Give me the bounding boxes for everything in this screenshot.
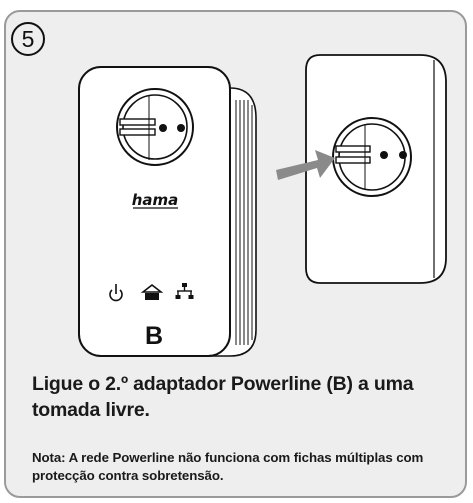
device-label: B: [145, 322, 163, 350]
arrow-icon: [276, 150, 335, 180]
network-icon: [175, 283, 194, 299]
home-icon: [140, 283, 164, 300]
brand-logo: hama: [132, 191, 179, 209]
adapter-front: [78, 66, 231, 357]
step-number: 5: [11, 22, 45, 56]
adapter-socket-icon: [116, 88, 194, 166]
wall-socket-icon: [332, 117, 412, 197]
power-icon: [109, 284, 123, 302]
note-text: Nota: A rede Powerline não funciona com …: [32, 450, 424, 483]
instruction-text: Ligue o 2.º adaptador Powerline (B) a um…: [32, 373, 414, 421]
